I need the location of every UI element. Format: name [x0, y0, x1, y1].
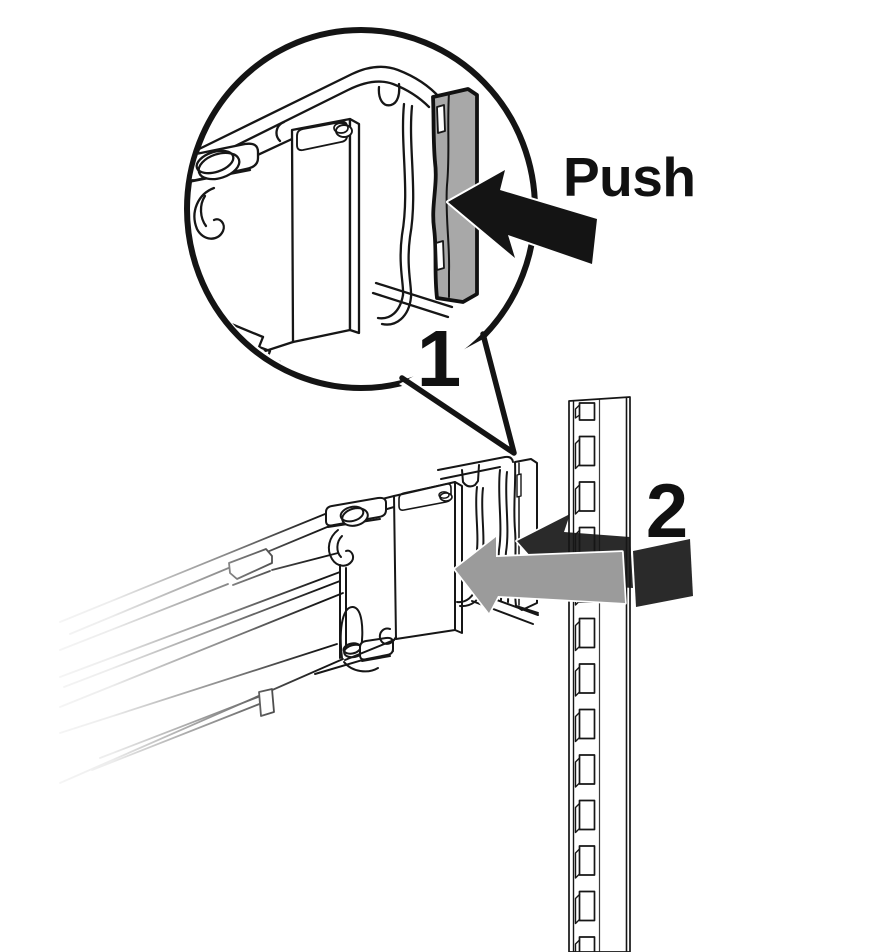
step2-insert-arrow-dark-tail — [631, 537, 695, 609]
mag-band-front-edge — [199, 80, 431, 165]
mag-clip-slot-top — [436, 104, 446, 134]
push-label: Push — [563, 146, 695, 208]
bracket-notch — [461, 464, 480, 488]
mag-foot1 — [374, 281, 454, 309]
box-bottom-curl — [378, 627, 397, 645]
mag-foot2 — [371, 291, 450, 319]
mag-box-left-hook — [275, 120, 286, 143]
upper-hook — [327, 529, 355, 567]
lower-hook-arch — [339, 606, 364, 659]
mag-band-outer-edge — [191, 65, 442, 154]
step-2-label: 2 — [646, 469, 688, 554]
mag-clip-slot-bottom — [435, 240, 445, 271]
box-rivet-top — [438, 491, 450, 499]
mag-box-rivet-top — [333, 122, 349, 134]
bracket-top-inner-edge — [440, 466, 501, 480]
box-bottom-edge-left — [344, 639, 395, 661]
bracket-top-back-edge — [437, 455, 514, 471]
step2-insert-arrow-gray-icon — [453, 535, 627, 615]
lower-mount-tab-thickness — [361, 655, 391, 662]
callout-tail-outline — [399, 331, 517, 456]
mag-wall-bottom1 — [376, 293, 405, 320]
clip-foot3 — [515, 605, 539, 614]
push-arrow-icon — [446, 168, 599, 266]
mag-wall-edge1 — [399, 102, 407, 297]
lower-under-hook — [343, 661, 379, 673]
bracket-box-side — [454, 481, 463, 634]
rail-fade-overlay — [0, 430, 320, 952]
mag-hook — [193, 186, 225, 240]
mag-box-front — [290, 117, 352, 344]
mag-box-rivet — [335, 124, 353, 138]
mag-wall-edge2 — [407, 104, 415, 299]
mag-notch — [377, 82, 401, 107]
mag-clip-crease — [445, 92, 451, 298]
rack-post — [568, 396, 631, 952]
magnifier-callout — [184, 27, 599, 456]
mag-box-side — [348, 117, 361, 335]
magnified-bracket-detail — [189, 65, 479, 364]
callout-tail-fill — [399, 337, 514, 453]
upper-hook-inner — [336, 535, 343, 558]
mag-rivet-pin-top — [195, 149, 235, 175]
mag-hook-inner — [199, 194, 208, 228]
step-1-label: 1 — [417, 314, 462, 403]
upper-rivet-pin-top — [339, 505, 365, 523]
mag-wall-bottom2 — [380, 295, 413, 326]
box-rivet — [439, 492, 453, 502]
rack-clip-slot-top — [516, 473, 522, 498]
